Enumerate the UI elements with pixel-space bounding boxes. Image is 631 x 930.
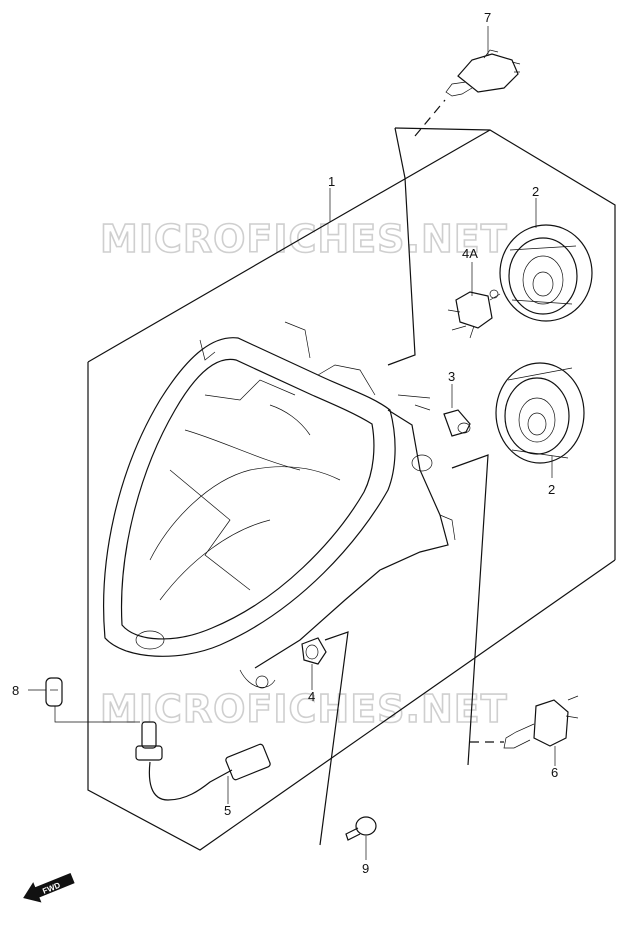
headlight-bulb-7 (445, 49, 521, 97)
screw-9 (345, 816, 377, 841)
callout-4: 4 (308, 689, 315, 704)
socket-connector-4a (447, 289, 501, 339)
leader-lines (28, 26, 556, 860)
callout-1: 1 (328, 174, 335, 189)
fwd-arrow: FWD (23, 872, 75, 903)
bulb-socket-ring-lower (495, 362, 585, 464)
callout-6: 6 (551, 765, 558, 780)
watermark-bottom: MICROFICHES.NET (100, 687, 508, 731)
callout-2-lower: 2 (548, 482, 555, 497)
callout-7: 7 (484, 10, 491, 25)
headlight-bulb-6 (503, 695, 579, 749)
callout-8: 8 (12, 683, 19, 698)
bulb-socket-ring-upper (499, 224, 593, 322)
watermark-top: MICROFICHES.NET (100, 217, 508, 261)
grommet-3 (443, 409, 471, 437)
callout-5: 5 (224, 803, 231, 818)
callout-4a: 4A (462, 246, 478, 261)
headlamp-housing (103, 321, 456, 689)
fwd-label: FWD (41, 881, 61, 896)
socket-harness-5 (135, 721, 271, 801)
position-bulb-8 (45, 677, 63, 707)
grommet-4 (301, 637, 327, 665)
callout-3: 3 (448, 369, 455, 384)
callout-2-upper: 2 (532, 184, 539, 199)
callout-9: 9 (362, 861, 369, 876)
